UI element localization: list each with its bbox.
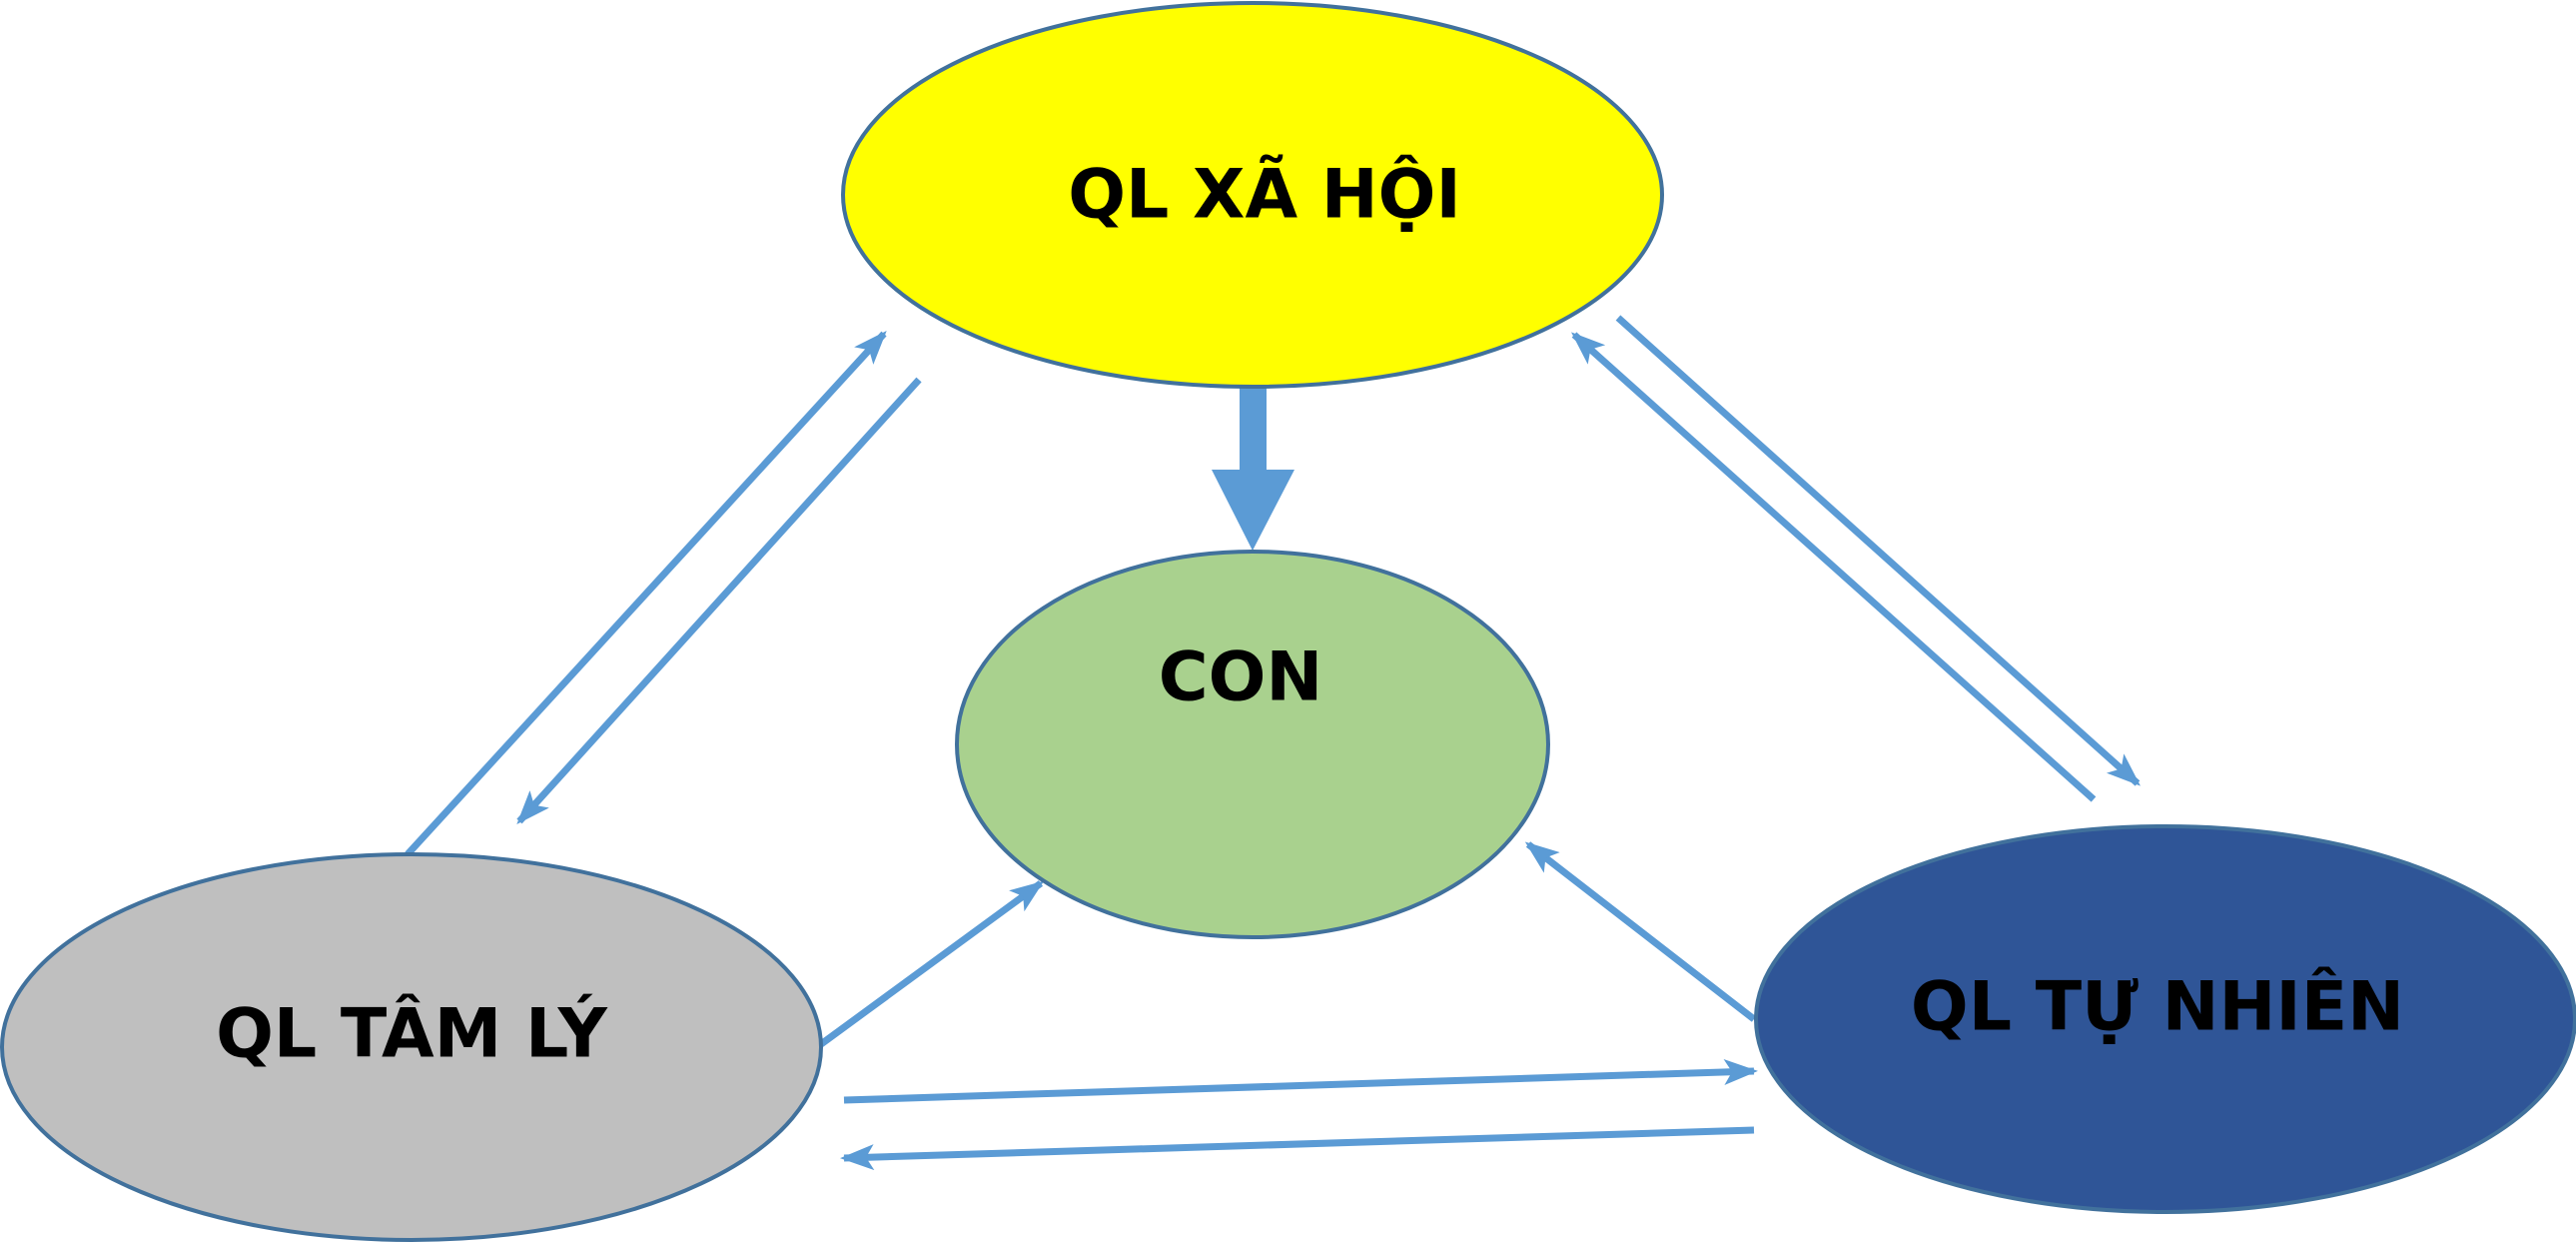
edge-nature-to-child: [1524, 841, 1757, 1022]
node-social-shape: [841, 1, 1664, 389]
node-nature-label: QL TỰ NHIÊN: [1911, 967, 2404, 1047]
node-psych-shape: [0, 852, 823, 1242]
node-child-shape: [955, 550, 1550, 939]
node-nature-shape: [1754, 824, 2576, 1214]
edge-psych-to-nature: [843, 1058, 1758, 1104]
edges-group: [405, 315, 2141, 1171]
edge-psych-to-child: [818, 880, 1045, 1047]
node-psych: QL TÂM LÝ: [0, 852, 823, 1242]
node-child-label: CON: [1159, 638, 1323, 717]
node-child: CON: [955, 550, 1550, 939]
node-social-label: QL XÃ HỘI: [1068, 154, 1461, 235]
node-social: QL XÃ HỘI: [841, 1, 1664, 389]
node-psych-label: QL TÂM LÝ: [216, 994, 608, 1074]
node-nature: QL TỰ NHIÊN: [1754, 824, 2576, 1214]
edge-psych-to-social: [405, 331, 887, 857]
edge-social-to-child: [1212, 386, 1294, 551]
edge-social-to-psych: [516, 377, 922, 824]
edge-social-to-nature: [1615, 315, 2141, 786]
edge-nature-to-social: [1571, 332, 2097, 802]
edge-nature-to-psych: [840, 1126, 1755, 1171]
